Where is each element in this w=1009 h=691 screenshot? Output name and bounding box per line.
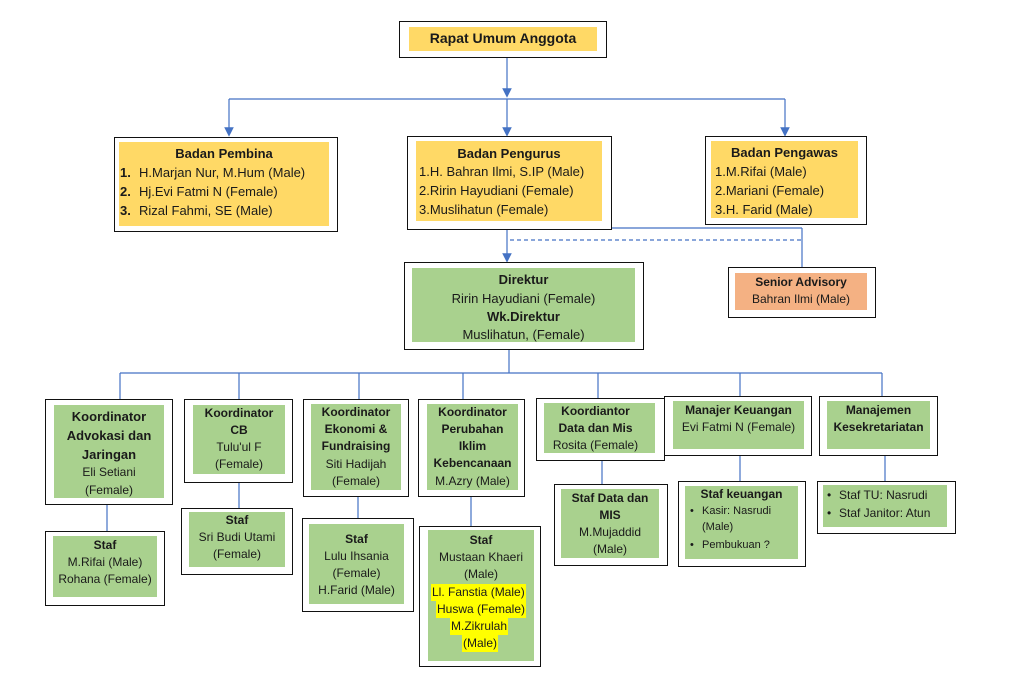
badan-pembina-num-2: 2. [120, 184, 131, 199]
koordinator-iklim-person-1: M.Azry (Male) [435, 474, 510, 488]
senior-advisory-title: Senior Advisory [755, 275, 847, 289]
badan-pengurus-fill [416, 141, 602, 221]
staf-cb-fill [189, 512, 285, 567]
staf-keuangan-bullet-1: Kasir: Nasrudi [690, 503, 771, 520]
staf-iklim-line-1: Mustaan Khaeri [438, 550, 524, 564]
direktur-fill [412, 268, 635, 342]
staf-data-title-2: MIS [599, 508, 621, 522]
staf-iklim-highlight-3: M.Zikrulah [450, 618, 509, 635]
staf-advokasi-fill [53, 536, 157, 597]
staf-iklim-line-2: (Male) [463, 567, 498, 581]
badan-pengurus-item-2: 2.Ririn Hayudiani (Female) [419, 183, 574, 198]
staf-cb-title: Staf [225, 513, 249, 527]
koordinator-iklim-title-3: Iklim [458, 439, 487, 453]
badan-pembina-item-1: H.Marjan Nur, M.Hum (Male) [139, 165, 306, 180]
koordinator-cb-title-1: Koordinator [204, 406, 274, 420]
wk-direktur-title: Wk.Direktur [487, 309, 560, 324]
manajemen-kesekretariatan-title-2: Kesekretariatan [833, 420, 924, 434]
badan-pengawas-item-2: 2.Mariani (Female) [715, 183, 825, 198]
direktur-name: Ririn Hayudiani (Female) [451, 291, 596, 306]
staf-data-line-2: (Male) [592, 542, 627, 556]
koordinator-iklim-title-1: Koordinator [438, 405, 507, 419]
badan-pengawas-title: Badan Pengawas [731, 145, 838, 160]
badan-pembina-item-3: Rizal Fahmi, SE (Male) [139, 203, 273, 218]
senior-advisory-name: Bahran Ilmi (Male) [751, 292, 851, 306]
staf-advokasi-line-1: M.Rifai (Male) [67, 555, 143, 569]
koordinator-data-title-1: Koordiantor [561, 404, 630, 418]
staf-janitor-item: Staf Janitor: Atun [827, 505, 930, 522]
badan-pengurus-item-3: 3.Muslihatun (Female) [419, 202, 549, 217]
manajemen-kesekretariatan-fill [827, 401, 930, 449]
koordinator-data-title-2: Data dan Mis [558, 421, 633, 435]
staf-cb-line-2: (Female) [212, 547, 261, 561]
staf-ekonomi-line-3: H.Farid (Male) [318, 583, 395, 597]
staf-cb-line-1: Sri Budi Utami [198, 530, 276, 544]
koordinator-cb-fill [193, 405, 285, 474]
koordinator-ekonomi-fill [311, 404, 401, 490]
badan-pengurus-item-1: 1.H. Bahran Ilmi, S.IP (Male) [419, 164, 585, 179]
koordinator-cb-person-1: Tulu'ul F [216, 440, 262, 454]
koordinator-advokasi-fill [54, 405, 164, 498]
koordinator-ekonomi-person-1: Siti Hadijah [325, 457, 387, 471]
staf-data-fill [561, 489, 659, 558]
staf-ekonomi-title: Staf [345, 532, 368, 546]
badan-pengawas-item-3: 3.H. Farid (Male) [715, 202, 813, 217]
koordinator-ekonomi-title-2: Ekonomi & [324, 422, 388, 436]
staf-ekonomi-line-1: Lulu Ihsania [324, 549, 389, 563]
koordinator-ekonomi-title-1: Koordinator [321, 405, 391, 419]
badan-pengawas-fill [711, 141, 858, 218]
badan-pengurus-title: Badan Pengurus [457, 146, 561, 161]
manajer-keuangan-fill [673, 401, 804, 449]
badan-pembina-item-2: Hj.Evi Fatmi N (Female) [139, 184, 278, 199]
staf-tu-item: Staf TU: Nasrudi [827, 487, 927, 504]
staf-keuangan-bullet-1-cont: (Male) [702, 521, 734, 533]
badan-pembina-title: Badan Pembina [175, 146, 273, 161]
staf-advokasi-line-2: Rohana (Female) [58, 572, 152, 586]
rapat-umum-anggota-title: Rapat Umum Anggota [429, 30, 577, 46]
koordinator-cb-title-2: CB [230, 423, 248, 437]
koordinator-data-person-1: Rosita (Female) [552, 438, 639, 452]
koordinator-advokasi-title-1: Koordinator [71, 409, 147, 424]
badan-pembina-fill [119, 142, 329, 226]
senior-advisory-fill [735, 273, 867, 310]
manajer-keuangan-title: Manajer Keuangan [685, 403, 792, 417]
koordinator-advokasi-title-3: Jaringan [81, 447, 137, 462]
staf-data-title-1: Staf Data dan [571, 491, 649, 505]
staf-ekonomi-fill [309, 524, 404, 604]
staf-advokasi-title: Staf [93, 538, 117, 552]
direktur-title: Direktur [498, 272, 549, 287]
rapat-umum-anggota-fill [409, 27, 597, 51]
badan-pembina-num-3: 3. [120, 203, 131, 218]
koordinator-advokasi-person-2: (Female) [84, 483, 133, 497]
koordinator-data-fill [544, 403, 655, 453]
manajer-keuangan-person: Evi Fatmi N (Female) [681, 420, 796, 434]
staf-keuangan-title: Staf keuangan [700, 487, 783, 501]
staf-iklim-title: Staf [469, 533, 493, 547]
koordinator-advokasi-person-1: Eli Setiani [82, 465, 136, 479]
koordinator-ekonomi-title-3: Fundraising [321, 439, 391, 453]
wk-direktur-name: Muslihatun, (Female) [462, 327, 585, 342]
koordinator-iklim-title-2: Perubahan [441, 422, 504, 436]
badan-pembina-num-1: 1. [120, 165, 131, 180]
manajemen-kesekretariatan-title-1: Manajemen [845, 403, 912, 417]
staf-keuangan-bullet-2: Pembukuan ? [690, 537, 770, 554]
staf-iklim-highlight-1: Ll. Fanstia (Male) [431, 584, 526, 601]
staf-data-line-1: M.Mujaddid [578, 525, 642, 539]
koordinator-cb-person-2: (Female) [214, 457, 263, 471]
koordinator-iklim-title-4: Kebencanaan [433, 456, 512, 470]
koordinator-iklim-fill [427, 404, 518, 490]
koordinator-advokasi-title-2: Advokasi dan [66, 428, 152, 443]
koordinator-ekonomi-person-2: (Female) [331, 474, 380, 488]
staf-iklim-highlight-4: (Male) [462, 635, 499, 652]
staf-ekonomi-line-2: (Female) [332, 566, 381, 580]
staf-iklim-highlight-2: Huswa (Female) [436, 601, 527, 618]
badan-pengawas-item-1: 1.M.Rifai (Male) [715, 164, 807, 179]
